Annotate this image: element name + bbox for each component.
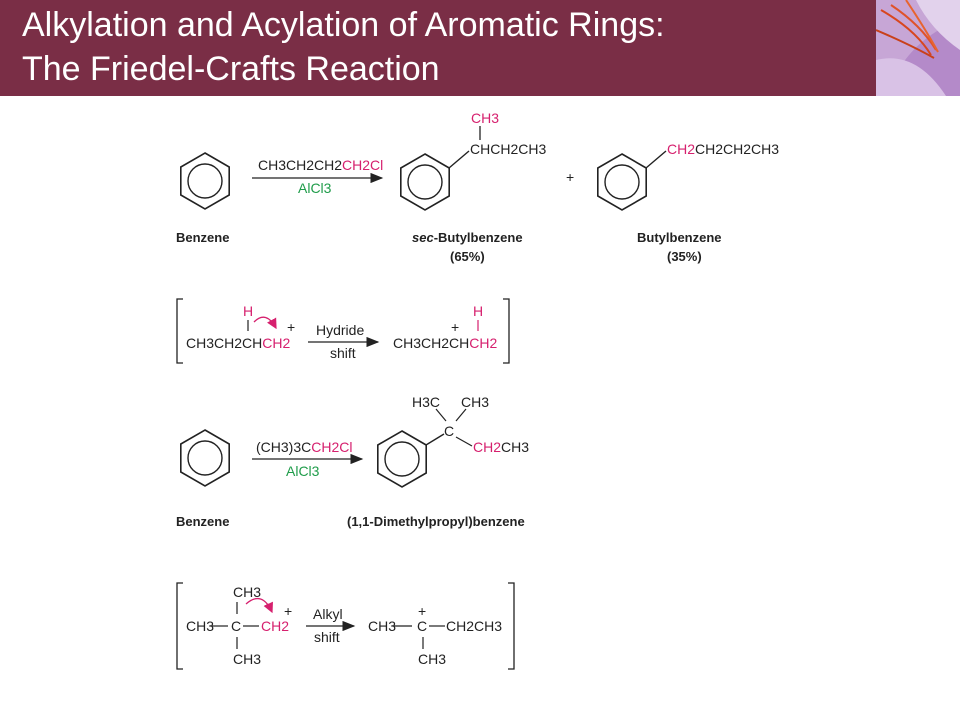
dimethylpropylbenzene-label: (1,1-Dimethylpropyl)benzene [347,514,525,529]
curved-arrow-1 [253,316,277,330]
bracket-left-1 [176,298,183,364]
quaternary-carbon: C [444,423,454,439]
butylbenzene-label: Butylbenzene [637,230,722,245]
ring-bond-5 [425,433,445,446]
benzene-ring-3 [596,153,648,211]
cation-left: CH3CH2CHCH2 [186,335,290,351]
cation-charge-right: + [451,319,459,335]
product-h3c: H3C [412,394,440,410]
benzene-ring-4 [179,429,231,487]
alkyl-left-charge: + [284,603,292,619]
alkyl-left-carbon: C [231,618,241,634]
sec-butyl-chain: CHCH2CH3 [470,141,546,157]
cation-charge-left: + [287,319,295,335]
alkyl-left-methyl: CH3 [186,618,214,634]
hydride-h-left: H [243,303,253,319]
alkyl-left-ch2: CH2 [261,618,289,634]
bracket-left-2 [176,582,183,670]
catalyst-2: AlCl3 [286,463,320,479]
product-ch3: CH3 [461,394,489,410]
title-banner: Alkylation and Acylation of Aromatic Rin… [0,0,876,96]
alkyl-right-charge: + [418,603,426,619]
hydride-shift-label-top: Hydride [316,322,364,338]
sec-butyl-methyl: CH3 [471,110,499,126]
benzene-label-2: Benzene [176,514,229,529]
benzene-ring-1 [179,152,231,210]
slide-title-line-2: The Friedel-Crafts Reaction [22,50,440,88]
bracket-right-2 [508,582,515,670]
butyl-chain: CH2CH2CH2CH3 [667,141,779,157]
saffron-flower-image [876,0,960,96]
benzene-label-1: Benzene [176,230,229,245]
ring-bond-2 [448,150,470,169]
sec-butylbenzene-label: sec-Butylbenzene [412,230,523,245]
hydride-h-right: H [473,303,483,319]
alkyl-left-bottom-methyl: CH3 [233,651,261,667]
cation-right: CH3CH2CHCH2 [393,335,497,351]
alkyl-shift-label-bottom: shift [314,629,340,645]
alkyl-shift-label-top: Alkyl [313,606,343,622]
reagent-2: (CH3)3CCH2Cl [256,439,352,455]
product-ethyl: CH2CH3 [473,439,529,455]
slide-title-line-1: Alkylation and Acylation of Aromatic Rin… [22,6,665,44]
catalyst-1: AlCl3 [298,180,332,196]
alkyl-right-bottom-methyl: CH3 [418,651,446,667]
ring-bond-3 [645,150,667,169]
alkyl-right-carbon: C [417,618,427,634]
sec-butylbenzene-yield: (65%) [450,249,485,264]
butylbenzene-yield: (35%) [667,249,702,264]
reagent-1: CH3CH2CH2CH2Cl [258,157,383,173]
bond-h3c [435,408,447,422]
alkyl-right-methyl: CH3 [368,618,396,634]
alkyl-right-ethyl: CH2CH3 [446,618,502,634]
reaction-scheme: Benzene CH3CH2CH2CH2Cl AlCl3 CHCH2CH3 CH… [176,110,779,670]
bond-ethyl [455,436,473,447]
plus-sign: + [566,169,574,185]
benzene-ring-2 [399,153,451,211]
alkyl-left-top-methyl: CH3 [233,584,261,600]
benzene-ring-5 [376,430,428,488]
bond-ch3 [455,408,467,422]
bracket-right-1 [503,298,510,364]
hydride-shift-label-bottom: shift [330,345,356,361]
curved-arrow-2 [245,597,273,614]
